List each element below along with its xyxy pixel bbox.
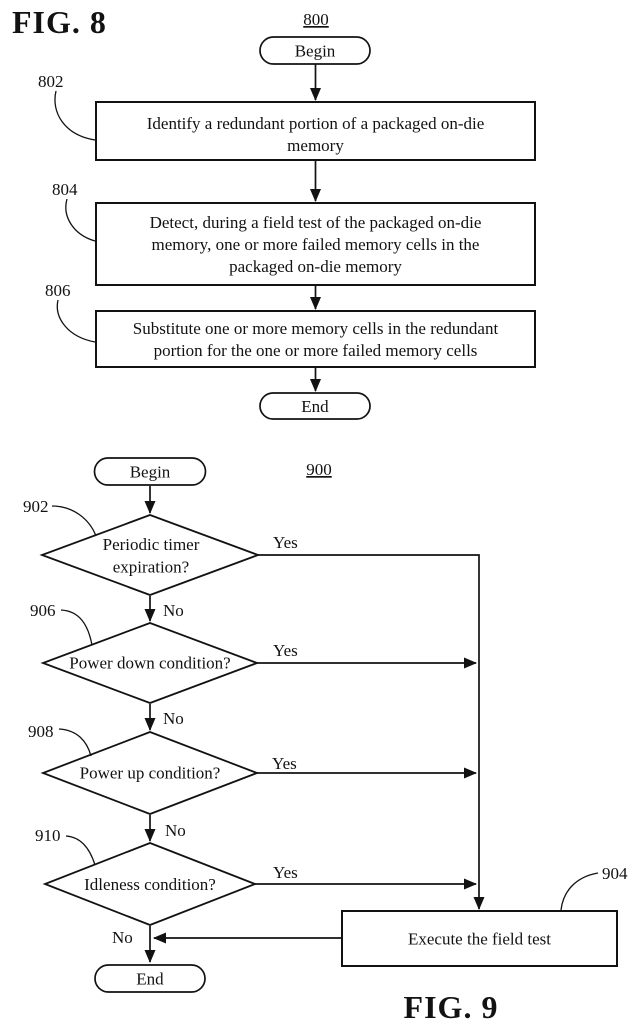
fig9-end-label: End <box>136 970 164 989</box>
ref-806-label: 806 <box>45 281 71 300</box>
fig8-step-804-line-2: memory, one or more failed memory cells … <box>152 235 480 254</box>
decision-910-diamond <box>42 842 258 926</box>
ref-806-leader-line <box>56 299 96 343</box>
fig8-diagram-ref: 800 <box>303 10 329 29</box>
ref-904-leader-line <box>560 872 599 911</box>
fig8-step-802-line-2: memory <box>287 136 344 155</box>
fig9-action-904-label: Execute the field test <box>408 930 551 949</box>
no-label-910: No <box>112 928 133 947</box>
fig8-step-806-line-1: Substitute one or more memory cells in t… <box>133 319 499 338</box>
yes-label-908: Yes <box>272 754 297 773</box>
ref-804-label: 804 <box>52 180 78 199</box>
yes-trunk-connector <box>258 554 485 910</box>
decision-906-diamond <box>40 622 260 704</box>
decision-908-line-1: Power up condition? <box>80 764 221 783</box>
fig8-end-terminator <box>259 392 371 420</box>
fig8-begin-terminator <box>259 36 371 65</box>
ref-908-label: 908 <box>28 722 54 741</box>
ref-902-label: 902 <box>23 497 49 516</box>
fig8-step-box-804 <box>95 202 536 286</box>
no-label-902: No <box>163 601 184 620</box>
fig9-title: FIG. 9 <box>404 989 499 1025</box>
ref-906-label: 906 <box>30 601 56 620</box>
ref-906-leader-line <box>60 609 93 646</box>
fig9-flowchart: Begin 900 902 Periodic timer expiration?… <box>23 457 628 1025</box>
ref-904-label: 904 <box>602 864 628 883</box>
fig9-diagram-ref: 900 <box>306 460 332 479</box>
ref-902-leader-line <box>51 505 97 537</box>
decision-910-line-1: Idleness condition? <box>84 875 216 894</box>
decision-902-line-2: expiration? <box>113 558 189 577</box>
yes-label-910: Yes <box>273 863 298 882</box>
fig8-step-804-line-3: packaged on-die memory <box>229 257 402 276</box>
fig8-step-802-line-1: Identify a redundant portion of a packag… <box>147 114 485 133</box>
yes-label-902: Yes <box>273 533 298 552</box>
fig8-step-804-line-1: Detect, during a field test of the packa… <box>150 213 482 232</box>
ref-804-leader-line <box>65 198 96 242</box>
fig8-flowchart: FIG. 8 800 Begin 802 Identify a redundan… <box>12 4 536 420</box>
ref-910-leader-line <box>65 835 96 866</box>
decision-908-diamond <box>40 731 260 815</box>
decision-906-line-1: Power down condition? <box>69 654 230 673</box>
decision-902-line-1: Periodic timer <box>103 535 200 554</box>
no-label-906: No <box>163 709 184 728</box>
no-label-908: No <box>165 821 186 840</box>
ref-802-leader-line <box>54 90 96 141</box>
fig8-title: FIG. 8 <box>12 4 107 40</box>
ref-908-leader-line <box>58 728 92 757</box>
ref-802-label: 802 <box>38 72 64 91</box>
decision-902-diamond <box>39 514 261 596</box>
fig8-begin-label: Begin <box>295 42 336 61</box>
fig8-step-box-806 <box>95 310 536 368</box>
fig9-begin-label: Begin <box>130 463 171 482</box>
fig9-begin-terminator <box>93 457 207 486</box>
fig9-end-terminator <box>94 964 206 993</box>
yes-label-906: Yes <box>273 641 298 660</box>
ref-910-label: 910 <box>35 826 61 845</box>
fig8-step-806-line-2: portion for the one or more failed memor… <box>154 341 478 360</box>
fig8-step-box-802 <box>95 101 536 161</box>
fig8-end-label: End <box>301 397 329 416</box>
